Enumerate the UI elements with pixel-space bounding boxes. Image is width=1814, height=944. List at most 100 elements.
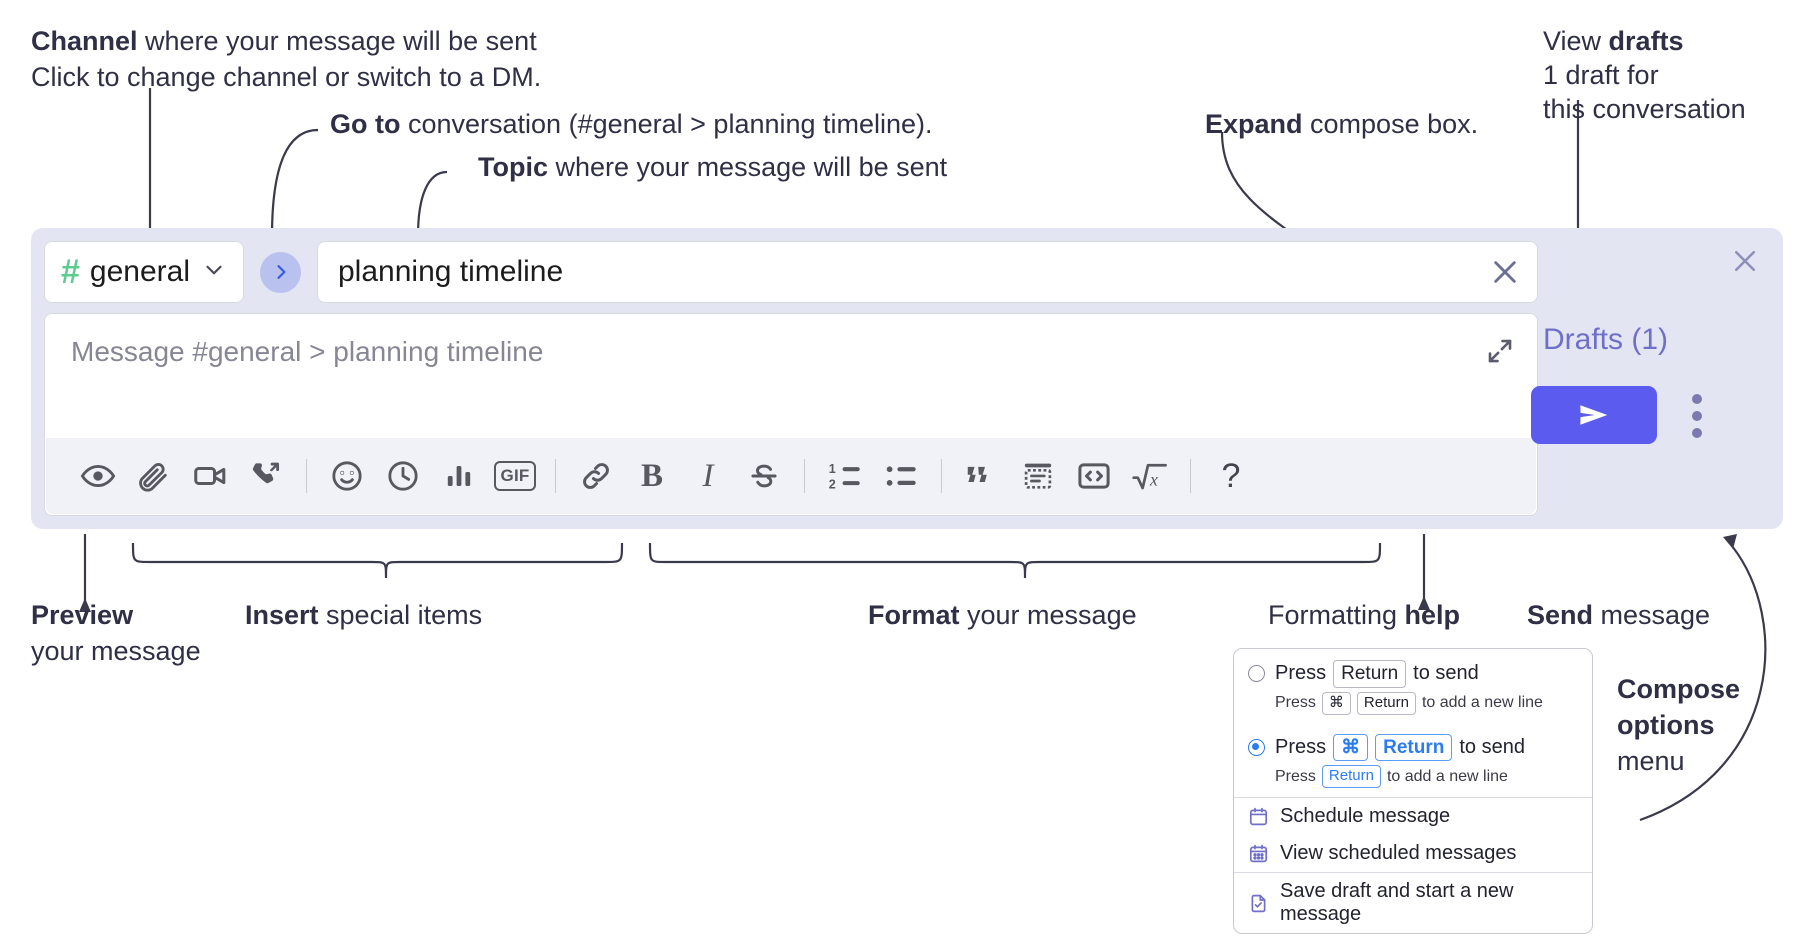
annotation-compose-options-3: menu (1617, 746, 1685, 776)
send-icon (1573, 394, 1615, 436)
italic-icon[interactable]: I (680, 448, 736, 504)
preview-icon[interactable] (70, 448, 126, 504)
menu-item-schedule-message[interactable]: Schedule message (1234, 798, 1592, 835)
send-option-cmd-return-sub: Press Return to add a new line (1234, 763, 1592, 797)
link-icon[interactable] (568, 448, 624, 504)
key-return-4: Return (1321, 765, 1381, 788)
bulleted-list-icon[interactable] (873, 448, 929, 504)
annotation-preview-bold: Preview (31, 600, 134, 630)
annotation-help-pre: Formatting (1268, 600, 1405, 630)
annotation-send-bold: Send (1527, 600, 1594, 630)
annotation-formatting-help: Formatting help (1268, 598, 1460, 633)
annotation-topic: Topic where your message will be sent (478, 150, 947, 185)
calendar-grid-icon (1248, 843, 1269, 864)
annotation-goto-rest: conversation (#general > planning timeli… (400, 109, 933, 139)
svg-text:2: 2 (829, 478, 836, 492)
key-return-3: Return (1375, 733, 1453, 762)
radio1-sub-press: Press (1275, 694, 1316, 712)
radio1-press: Press (1275, 662, 1327, 685)
chevron-down-icon (201, 257, 227, 288)
calendar-schedule-icon (1248, 806, 1269, 827)
annotation-format: Format your message (868, 598, 1137, 633)
bar-chart-icon[interactable] (431, 448, 487, 504)
video-icon[interactable] (182, 448, 238, 504)
toolbar-divider-5 (1190, 459, 1191, 493)
annotation-goto: Go to conversation (#general > planning … (330, 107, 933, 142)
compose-widget: # general planning timeline Message #gen… (31, 228, 1783, 529)
channel-name-label: general (89, 255, 190, 288)
menu-item-save-draft-label: Save draft and start a new message (1280, 880, 1514, 925)
menu-divider-2 (1234, 872, 1592, 873)
annotation-drafts: View drafts (1543, 24, 1684, 59)
bold-icon[interactable]: B (624, 448, 680, 504)
radio2-press: Press (1275, 735, 1327, 758)
annotation-channel-rest: where your message will be sent (137, 26, 537, 56)
annotation-send: Send message (1527, 598, 1710, 633)
annotation-drafts-sub2: this conversation (1543, 94, 1746, 124)
key-return: Return (1333, 660, 1407, 688)
audio-call-icon[interactable] (238, 448, 294, 504)
channel-selector-button[interactable]: # general (44, 241, 244, 303)
radio2-tail: to send (1459, 735, 1525, 758)
annotation-format-rest: your message (959, 600, 1137, 630)
math-icon[interactable]: x (1122, 448, 1178, 504)
send-option-cmd-return-label: Press ⌘ Return to send (1275, 733, 1525, 762)
radio-cmd-return[interactable] (1248, 738, 1265, 756)
topic-input[interactable]: planning timeline (338, 255, 564, 288)
menu-item-schedule-label: Schedule message (1280, 805, 1451, 827)
annotation-channel-sub: Click to change channel or switch to a D… (31, 62, 542, 92)
annotation-channel: Channel where your message will be sent (31, 24, 537, 59)
radio-return[interactable] (1248, 665, 1265, 682)
close-compose-icon[interactable] (1730, 246, 1760, 281)
bold-glyph: B (640, 457, 663, 494)
annotation-format-bold: Format (868, 600, 960, 630)
key-cmd: ⌘ (1321, 691, 1351, 715)
send-option-cmd-return[interactable]: Press ⌘ Return to send (1234, 724, 1592, 764)
drafts-link[interactable]: Drafts (1) (1543, 323, 1669, 356)
svg-text:x: x (1149, 469, 1158, 489)
annotation-channel-bold: Channel (31, 26, 138, 56)
annotation-goto-bold: Go to (330, 109, 401, 139)
expand-icon[interactable] (1485, 336, 1515, 371)
save-draft-icon (1248, 893, 1269, 914)
gif-icon[interactable]: GIF (487, 448, 543, 504)
key-cmd-2: ⌘ (1333, 733, 1369, 762)
kebab-dot-2 (1692, 411, 1702, 421)
italic-glyph: I (702, 457, 714, 494)
annotation-compose-options: Compose (1617, 672, 1740, 707)
help-icon[interactable]: ? (1203, 448, 1259, 504)
message-input-box[interactable]: Message #general > planning timeline (44, 313, 1538, 516)
code-block-icon[interactable] (1010, 448, 1066, 504)
annotation-topic-rest: where your message will be sent (548, 152, 948, 182)
kebab-dot-3 (1692, 428, 1702, 438)
menu-item-save-draft[interactable]: Save draft and start a new message (1234, 873, 1592, 933)
topic-field[interactable]: planning timeline (317, 241, 1538, 303)
radio2-sub-press: Press (1275, 767, 1316, 785)
blockquote-icon[interactable] (954, 448, 1010, 504)
hash-icon: # (61, 253, 80, 291)
annotation-compose-options-2: options (1617, 708, 1714, 743)
clear-topic-icon[interactable] (1489, 256, 1521, 288)
send-button[interactable] (1531, 386, 1657, 444)
send-option-return-label: Press Return to send (1275, 660, 1479, 688)
annotation-send-rest: message (1593, 600, 1711, 630)
inline-code-icon[interactable] (1066, 448, 1122, 504)
send-option-return[interactable]: Press Return to send (1234, 649, 1592, 690)
clock-icon[interactable] (375, 448, 431, 504)
strikethrough-icon[interactable] (736, 448, 792, 504)
help-glyph: ? (1221, 456, 1241, 495)
annotation-drafts-bold: drafts (1608, 26, 1684, 56)
toolbar-divider-2 (555, 459, 556, 493)
annotation-insert-rest: special items (318, 600, 483, 630)
toolbar-divider (306, 459, 307, 493)
send-option-return-sub: Press ⌘ Return to add a new line (1234, 690, 1592, 724)
menu-item-view-scheduled[interactable]: View scheduled messages (1234, 835, 1592, 872)
goto-conversation-button[interactable] (260, 251, 301, 293)
svg-text:1: 1 (829, 462, 836, 476)
attachment-icon[interactable] (126, 448, 182, 504)
annotation-expand-rest: compose box. (1302, 109, 1479, 139)
compose-options-button[interactable] (1682, 390, 1712, 442)
emoji-icon[interactable] (319, 448, 375, 504)
annotation-help-bold: help (1404, 600, 1461, 630)
